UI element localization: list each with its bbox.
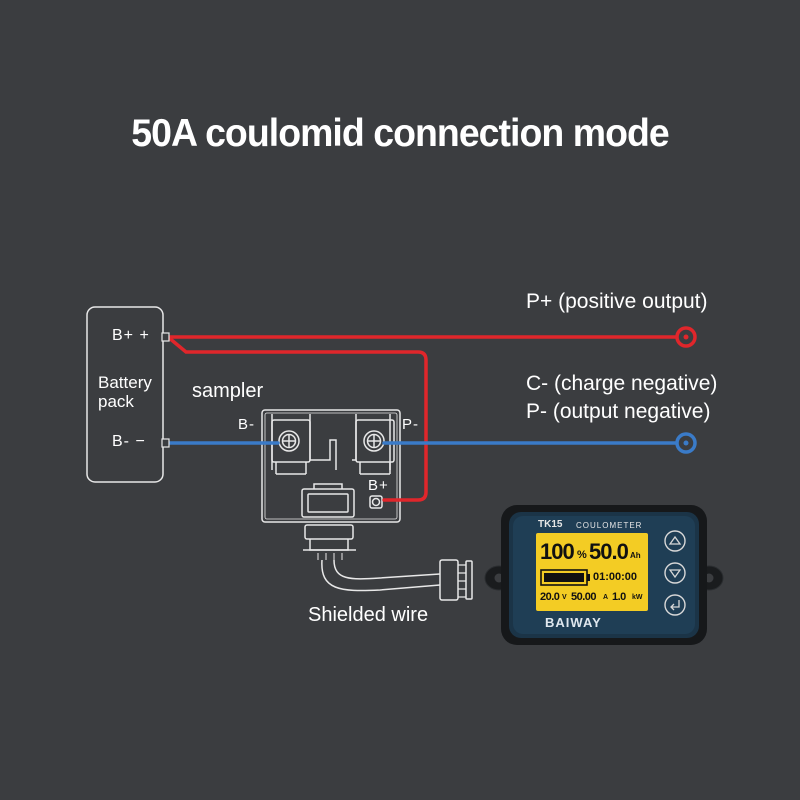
up-button-icon [664, 530, 686, 552]
lcd-voltage-unit: V [562, 594, 567, 601]
enter-button-icon [664, 594, 686, 616]
lcd-current: 50.00 [571, 591, 597, 603]
sampler-p-minus-label: P- [402, 416, 419, 433]
screw-left [278, 430, 300, 452]
lcd-power: 1.0 [612, 591, 626, 603]
sampler-b-minus-label: B- [238, 416, 255, 433]
lcd-time: 01:00:00 [593, 571, 638, 583]
battery-b-plus-label: B+ + [112, 327, 150, 344]
lcd-capacity-unit: Ah [630, 551, 641, 560]
lcd-screen [536, 533, 648, 611]
sampler-b-plus-label: B+ [368, 477, 389, 494]
shielded-wire [303, 524, 473, 601]
battery-pack-box [86, 306, 164, 483]
lcd-percent: 100 [540, 539, 575, 564]
lcd-voltage: 20.0 [540, 591, 560, 603]
coulometer-device [484, 505, 724, 645]
lcd-percent-unit: % [577, 549, 587, 561]
label-charge-negative: C- (charge negative) [526, 372, 718, 395]
down-button-icon [664, 562, 686, 584]
device-header: COULOMETER [576, 521, 643, 530]
battery-plus-terminal [161, 332, 170, 342]
label-sampler: sampler [192, 380, 264, 402]
device-model: TK15 [538, 519, 563, 530]
battery-b-minus-label: B- − [112, 433, 146, 450]
battery-pack-label-line1: Battery [98, 373, 152, 392]
positive-wire [166, 335, 678, 502]
page-title: 50A coulomid connection mode [131, 112, 670, 155]
lcd-current-unit: A [603, 594, 609, 601]
sampler-body [261, 409, 401, 523]
label-output-negative: P- (output negative) [526, 400, 711, 423]
label-shielded-wire: Shielded wire [308, 604, 429, 626]
device-brand-logo: BAIWAY [545, 615, 602, 630]
label-positive-output: P+ (positive output) [526, 290, 708, 313]
lcd-power-unit: kW [632, 594, 643, 601]
battery-pack-label-line2: pack [98, 392, 134, 411]
screw-right [363, 430, 385, 452]
lcd-capacity: 50.0 [589, 539, 629, 564]
battery-minus-terminal [161, 438, 170, 448]
